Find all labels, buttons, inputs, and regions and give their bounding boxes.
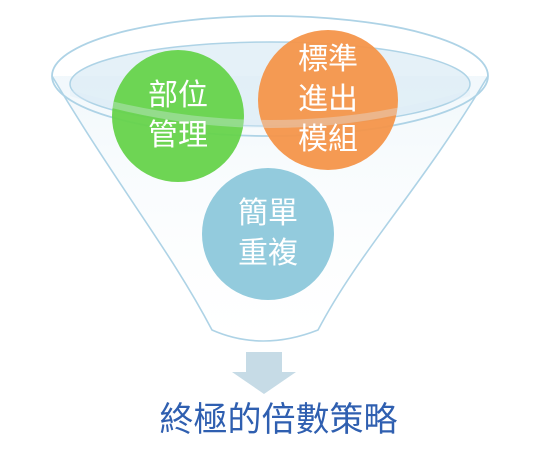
circle-part-management — [112, 50, 244, 182]
label-part-management: 部位 管理 — [133, 76, 223, 156]
label-part-line2: 管理 — [148, 118, 208, 153]
label-standard-line2: 進出 — [298, 82, 358, 117]
circle-standard-module — [258, 30, 398, 170]
down-arrow-icon — [232, 352, 296, 394]
label-standard-line1: 標準 — [298, 42, 358, 77]
circle-simple-repeat — [202, 168, 334, 300]
label-simple-repeat: 簡單 重複 — [223, 194, 313, 274]
label-part-line1: 部位 — [148, 78, 208, 113]
label-simple-line2: 重複 — [238, 236, 298, 271]
label-simple-line1: 簡單 — [238, 196, 298, 231]
result-title: 終極的倍數策略 — [159, 400, 398, 440]
label-standard-line3: 模組 — [298, 122, 358, 157]
funnel-front-lip — [70, 90, 470, 128]
label-standard-module: 標準 進出 模組 — [283, 40, 373, 160]
